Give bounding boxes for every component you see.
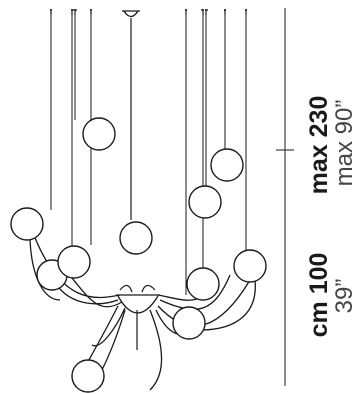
globe-far-right — [233, 249, 267, 283]
ceiling-canopy — [123, 10, 139, 18]
width-label: cm 100 — [305, 253, 333, 338]
globe-bottom-right — [172, 306, 206, 340]
globe-right-mid — [186, 267, 220, 301]
height-label-imperial: max 90” — [331, 100, 358, 187]
globe-upper-left — [82, 117, 116, 151]
chandelier-illustration — [10, 9, 267, 393]
height-label: max 230 — [305, 96, 333, 195]
globe-center — [119, 221, 153, 255]
width-label-imperial: 39” — [331, 279, 358, 314]
ceiling-hooks-left — [50, 9, 92, 15]
ceiling-hooks-right — [185, 9, 247, 15]
globe-left-inner — [57, 245, 91, 279]
globe-right-upper — [188, 185, 222, 219]
globes — [10, 117, 267, 393]
dimension-line — [276, 8, 294, 386]
globe-bottom-left — [71, 359, 105, 393]
globe-top-right — [210, 148, 244, 182]
globe-far-left — [10, 207, 44, 241]
bowl-crown — [119, 284, 156, 293]
